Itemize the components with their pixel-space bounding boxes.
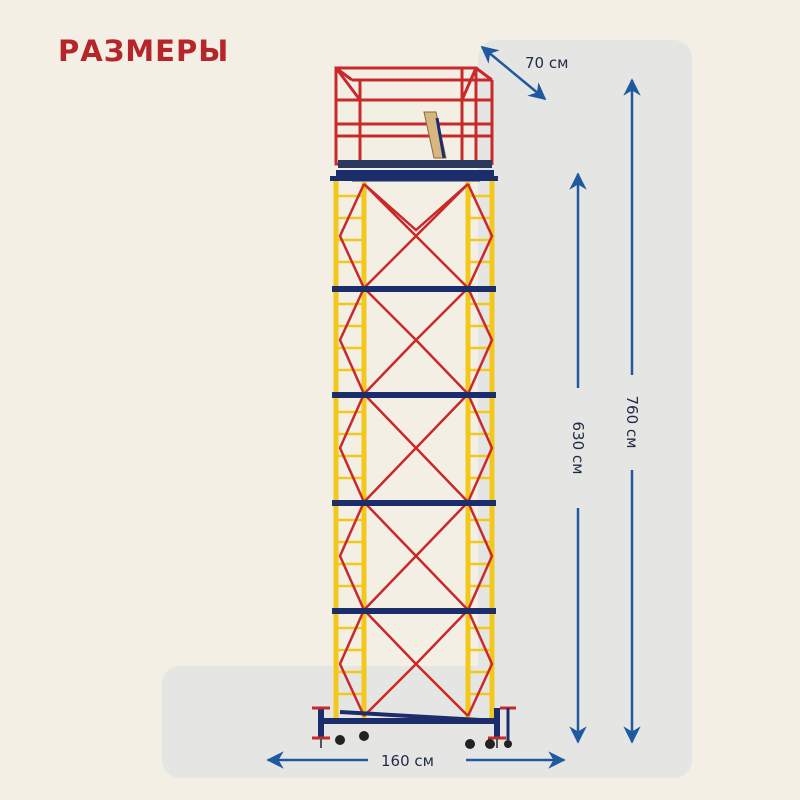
backdrop-panel-right — [478, 40, 692, 778]
total-height-label: 760 см — [623, 395, 641, 449]
base-wheels — [312, 706, 516, 749]
hatch — [423, 111, 447, 159]
ladder-rungs — [336, 194, 492, 696]
dimension-arrow-icon — [266, 45, 641, 769]
working-height-label: 630 см — [569, 421, 587, 475]
page-title: РАЗМЕРЫ — [58, 34, 230, 68]
diagonal-bracing — [338, 183, 494, 717]
arrow-depth — [480, 45, 547, 101]
crossbars — [330, 176, 498, 614]
width-label: 160 см — [381, 752, 434, 770]
guard-rail — [334, 66, 494, 166]
depth-label: 70 см — [525, 54, 569, 72]
